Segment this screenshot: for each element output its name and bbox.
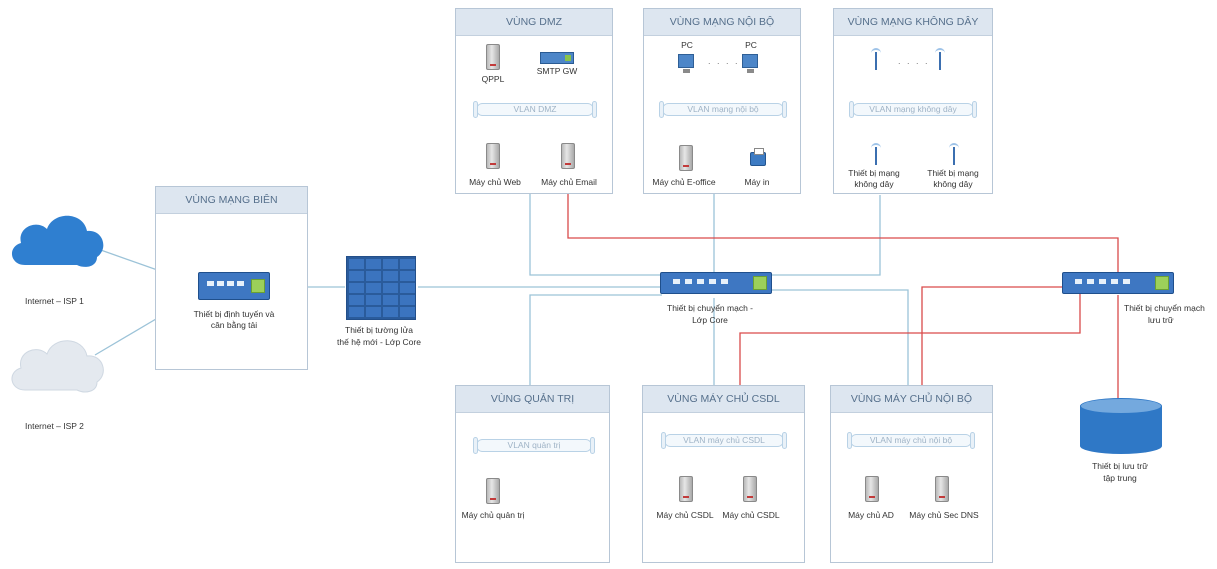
zone-db-title: VÙNG MÁY CHỦ CSDL	[643, 386, 804, 413]
isp1-label: Internet – ISP 1	[25, 296, 84, 306]
vlan-admin: VLAN quản trị	[473, 437, 595, 454]
ad-server-icon	[865, 476, 879, 502]
firewall-label-line1: Thiết bị tường lửa	[345, 325, 413, 335]
isp1-cloud-icon	[11, 215, 104, 267]
vlan-wireless: VLAN mạng không dây	[849, 101, 977, 118]
pc1-label: PC	[681, 40, 693, 50]
core-switch-icon	[660, 272, 772, 294]
ad-server-label: Máy chủ AD	[848, 510, 894, 520]
db-server-2-icon	[743, 476, 757, 502]
eoffice-server-icon	[679, 145, 693, 171]
link-internal-servers-storage-switch	[921, 286, 1062, 386]
zone-internal-servers-title: VÙNG MÁY CHỦ NỘI BỘ	[831, 386, 992, 413]
pc1-icon	[678, 54, 694, 73]
access-point-icon	[934, 48, 946, 70]
zone-wireless: VÙNG MẠNG KHÔNG DÂY	[833, 8, 993, 194]
storage-label-line1: Thiết bị lưu trữ	[1092, 461, 1148, 471]
admin-server-label: Máy chủ quản trị	[461, 510, 525, 520]
zone-wireless-title: VÙNG MẠNG KHÔNG DÂY	[834, 9, 992, 36]
zone-dmz: VÙNG DMZ	[455, 8, 613, 194]
firewall-label-line2: thế hệ mới - Lớp Core	[337, 337, 421, 347]
vlan-internal: VLAN mạng nội bộ	[659, 101, 787, 118]
core-switch-label-line1: Thiết bị chuyển mạch -	[667, 303, 753, 313]
ap-ellipsis: . . . .	[898, 56, 930, 66]
zone-internal-servers: VÙNG MÁY CHỦ NỘI BỘ	[830, 385, 993, 563]
qppl-server-icon	[486, 44, 500, 70]
isp2-cloud-icon	[11, 340, 104, 393]
zone-dmz-title: VÙNG DMZ	[456, 9, 612, 36]
router-label-line1: Thiết bị định tuyến và	[193, 309, 275, 319]
email-server-label: Máy chủ Email	[541, 177, 597, 187]
zone-edge-title: VÙNG MẠNG BIÊN	[156, 187, 307, 214]
wireless-device-1-icon	[870, 143, 882, 165]
storage-switch-icon	[1062, 272, 1174, 294]
wireless-device-1-label-line2: không dây	[854, 179, 894, 189]
zone-admin: VÙNG QUẢN TRỊ	[455, 385, 610, 563]
wireless-device-2-icon	[948, 143, 960, 165]
link-dmz-core	[529, 192, 662, 276]
pc2-label: PC	[745, 40, 757, 50]
email-server-icon	[561, 143, 575, 169]
access-point-icon	[870, 48, 882, 70]
vlan-dmz: VLAN DMZ	[473, 101, 597, 118]
printer-icon	[750, 148, 766, 166]
qppl-label: QPPL	[481, 74, 505, 84]
link-wireless-core	[772, 195, 881, 276]
pc-ellipsis: . . . .	[708, 56, 740, 66]
isp2-label: Internet – ISP 2	[25, 421, 84, 431]
link-core-internal-servers	[772, 289, 909, 386]
printer-label: Máy in	[744, 177, 770, 187]
zone-db: VÙNG MÁY CHỦ CSDL	[642, 385, 805, 563]
zone-admin-title: VÙNG QUẢN TRỊ	[456, 386, 609, 413]
smtp-label: SMTP GW	[536, 66, 578, 76]
firewall-icon	[346, 256, 416, 320]
vlan-internal-servers: VLAN máy chủ nội bộ	[847, 432, 975, 449]
db-server-2-label: Máy chủ CSDL	[722, 510, 780, 520]
link-core-admin	[529, 294, 662, 386]
zone-internal: VÙNG MẠNG NỘI BỘ	[643, 8, 801, 194]
core-switch-label-line2: Lớp Core	[692, 315, 728, 325]
smtp-gateway-icon	[540, 52, 574, 64]
storage-switch-label-line2: lưu trữ	[1148, 315, 1174, 325]
link-db-storage-switch	[739, 293, 1081, 386]
vlan-db: VLAN máy chủ CSDL	[661, 432, 787, 449]
zone-internal-title: VÙNG MẠNG NỘI BỘ	[644, 9, 800, 36]
router-load-balancer-icon	[198, 272, 270, 300]
storage-switch-label-line1: Thiết bị chuyển mạch	[1124, 303, 1205, 313]
sec-dns-server-label: Máy chủ Sec DNS	[909, 510, 979, 520]
web-server-icon	[486, 143, 500, 169]
db-server-1-icon	[679, 476, 693, 502]
admin-server-icon	[486, 478, 500, 504]
eoffice-label: Máy chủ E-office	[652, 177, 716, 187]
wireless-device-1-label-line1: Thiết bị mạng	[848, 168, 900, 178]
link-email-storage-switch	[567, 192, 1119, 273]
wireless-device-2-label-line2: không dây	[933, 179, 973, 189]
web-server-label: Máy chủ Web	[469, 177, 521, 187]
db-server-1-label: Máy chủ CSDL	[656, 510, 714, 520]
wireless-device-2-label-line1: Thiết bị mạng	[927, 168, 979, 178]
router-label-line2: cân bằng tải	[210, 320, 258, 330]
pc2-icon	[742, 54, 758, 73]
central-storage-icon	[1080, 398, 1162, 454]
storage-label-line2: tập trung	[1103, 473, 1137, 483]
sec-dns-server-icon	[935, 476, 949, 502]
